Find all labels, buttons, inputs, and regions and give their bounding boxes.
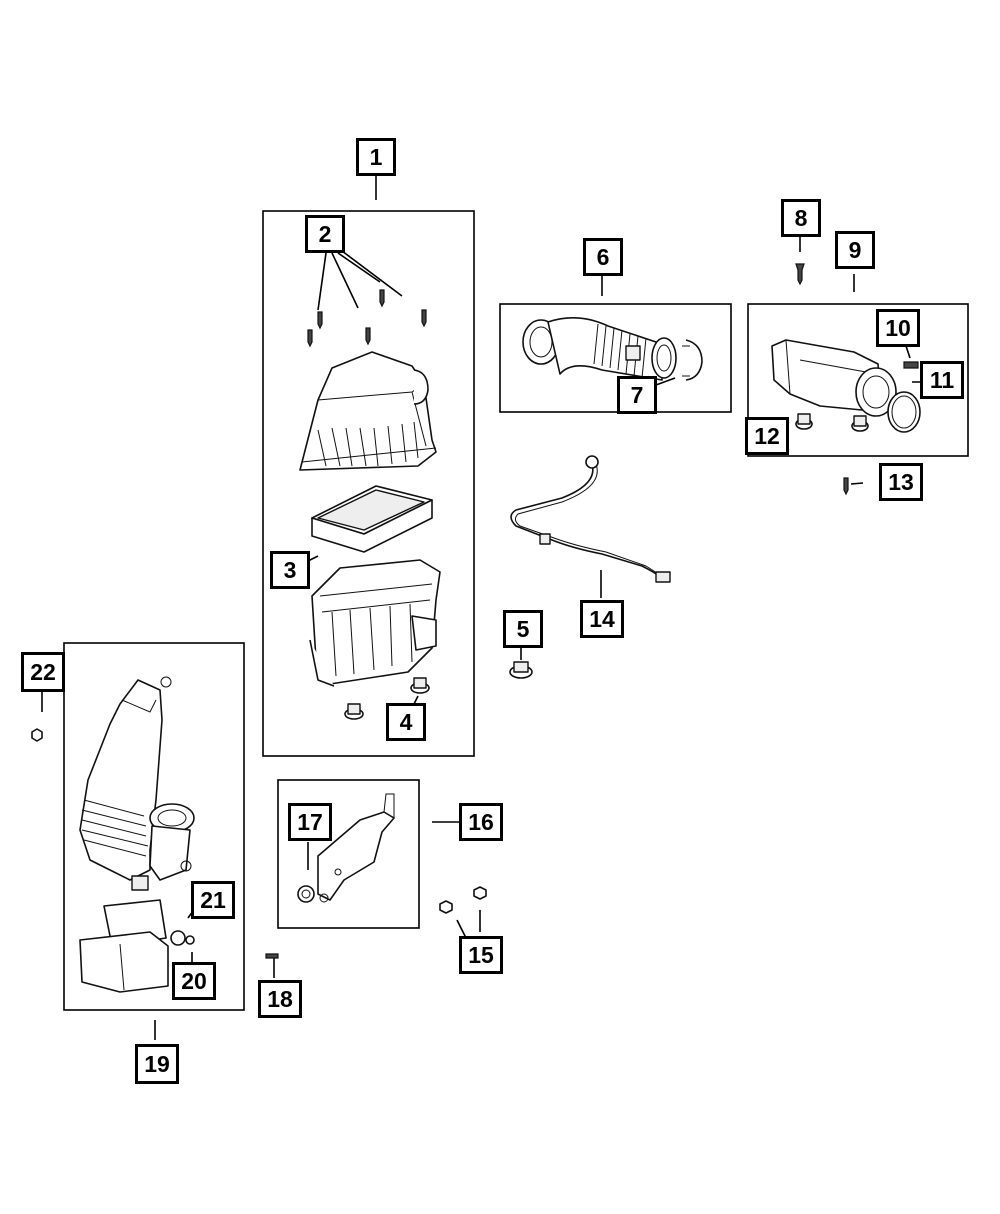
- callout-10: 10: [876, 309, 920, 347]
- callout-5: 5: [503, 610, 543, 648]
- callout-17: 17: [288, 803, 332, 841]
- hose-clamp: [682, 339, 703, 381]
- clamp-ring: [887, 391, 921, 433]
- callout-11: 11: [920, 361, 964, 399]
- callout-6: 6: [583, 238, 623, 276]
- air-filter: [311, 485, 433, 553]
- group-box-air-cleaner: [262, 210, 475, 757]
- callout-22: 22: [21, 652, 65, 692]
- nuts: [439, 886, 487, 914]
- callout-8: 8: [781, 199, 821, 237]
- group-box-bracket: [277, 779, 420, 929]
- callout-13: 13: [879, 463, 923, 501]
- callout-1: 1: [356, 138, 396, 176]
- callout-3: 3: [270, 551, 310, 589]
- callout-19: 19: [135, 1044, 179, 1084]
- callout-4: 4: [386, 703, 426, 741]
- resonator: [771, 339, 897, 417]
- callout-21: 21: [191, 881, 235, 919]
- callout-16: 16: [459, 803, 503, 841]
- group-box-air-duct: [499, 303, 732, 413]
- callout-2: 2: [305, 215, 345, 253]
- grommets: [344, 677, 430, 720]
- screws: [307, 289, 427, 348]
- group-box-air-inlet: [63, 642, 245, 1011]
- group-box-resonator: [747, 303, 969, 457]
- screw-18: [265, 953, 279, 959]
- grommets-12: [795, 413, 869, 432]
- vent-hose: [510, 455, 671, 583]
- nut-22: [31, 728, 43, 742]
- push-pin: [795, 263, 805, 286]
- callout-14: 14: [580, 600, 624, 638]
- air-cleaner-housing: [309, 559, 441, 687]
- callout-7: 7: [617, 376, 657, 414]
- callout-18: 18: [258, 980, 302, 1018]
- bracket: [317, 793, 395, 903]
- callout-20: 20: [172, 962, 216, 1000]
- callout-12: 12: [745, 417, 789, 455]
- nut-and-grommet: [170, 930, 195, 946]
- callout-15: 15: [459, 936, 503, 974]
- air-duct: [522, 317, 677, 381]
- grommet-17: [297, 885, 315, 903]
- sensor: [903, 361, 919, 369]
- air-inlet-duct: [79, 676, 195, 993]
- air-cleaner-cover: [299, 351, 437, 471]
- screw-13: [843, 477, 849, 496]
- grommet-5: [509, 661, 533, 679]
- callout-9: 9: [835, 231, 875, 269]
